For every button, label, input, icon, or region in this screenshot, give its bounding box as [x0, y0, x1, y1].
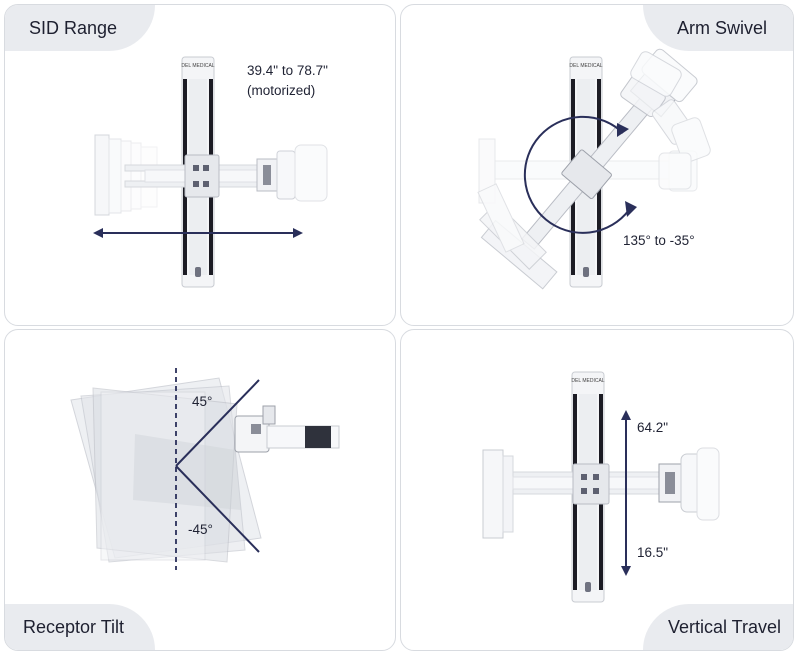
swivel-arc-arrow — [523, 115, 637, 234]
tube-head — [256, 144, 328, 202]
panel-title-tab: SID Range — [5, 5, 155, 51]
sid-range-arrow — [93, 228, 303, 238]
swivel-range-value: 135° to -35° — [623, 233, 695, 248]
brand-logo: DEL MEDICAL — [181, 63, 214, 69]
receptor-tilt-illustration — [70, 368, 340, 570]
tube-head-fan — [620, 51, 711, 190]
brand-logo: DEL MEDICAL — [569, 63, 602, 69]
panel-title-tab: Arm Swivel — [643, 5, 793, 51]
receptor-detector — [482, 449, 514, 539]
tilt-lower-angle: -45° — [188, 522, 213, 537]
tilt-upper-angle: 45° — [192, 394, 213, 409]
panel-title-tab: Vertical Travel — [643, 604, 793, 650]
vertical-travel-illustration: DEL MEDICAL — [482, 371, 720, 603]
sid-range-value: 39.4" to 78.7" — [247, 63, 328, 78]
panel-title-tab: Receptor Tilt — [5, 604, 155, 650]
tilt-angle-lines — [175, 379, 260, 553]
vertical-lower-value: 16.5" — [637, 545, 669, 560]
tilt-arm — [234, 405, 340, 453]
panel-arm-swivel: Arm Swivel DEL MEDICAL — [400, 4, 794, 326]
horizontal-arm — [124, 154, 276, 198]
receptor-detector — [477, 183, 547, 270]
horizontal-arm — [512, 463, 664, 505]
vertical-upper-value: 64.2" — [637, 420, 669, 435]
vertical-travel-arrow — [621, 410, 631, 576]
receptor-panels — [70, 377, 262, 563]
panel-title: SID Range — [29, 17, 118, 38]
sid-range-illustration: DEL MEDICAL — [93, 56, 328, 288]
panel-sid-range: SID Range DEL MEDICAL — [4, 4, 396, 326]
brand-logo: DEL MEDICAL — [571, 378, 604, 384]
panel-title: Arm Swivel — [676, 17, 767, 38]
arm-swivel-illustration: DEL MEDICAL — [477, 48, 711, 290]
sid-range-note: (motorized) — [247, 83, 316, 98]
panel-vertical-travel: Vertical Travel DEL MEDICAL — [400, 329, 794, 651]
panel-title: Vertical Travel — [667, 616, 781, 637]
panel-title: Receptor Tilt — [23, 616, 125, 637]
panel-receptor-tilt: Receptor Tilt — [4, 329, 396, 651]
tube-head — [658, 447, 720, 521]
